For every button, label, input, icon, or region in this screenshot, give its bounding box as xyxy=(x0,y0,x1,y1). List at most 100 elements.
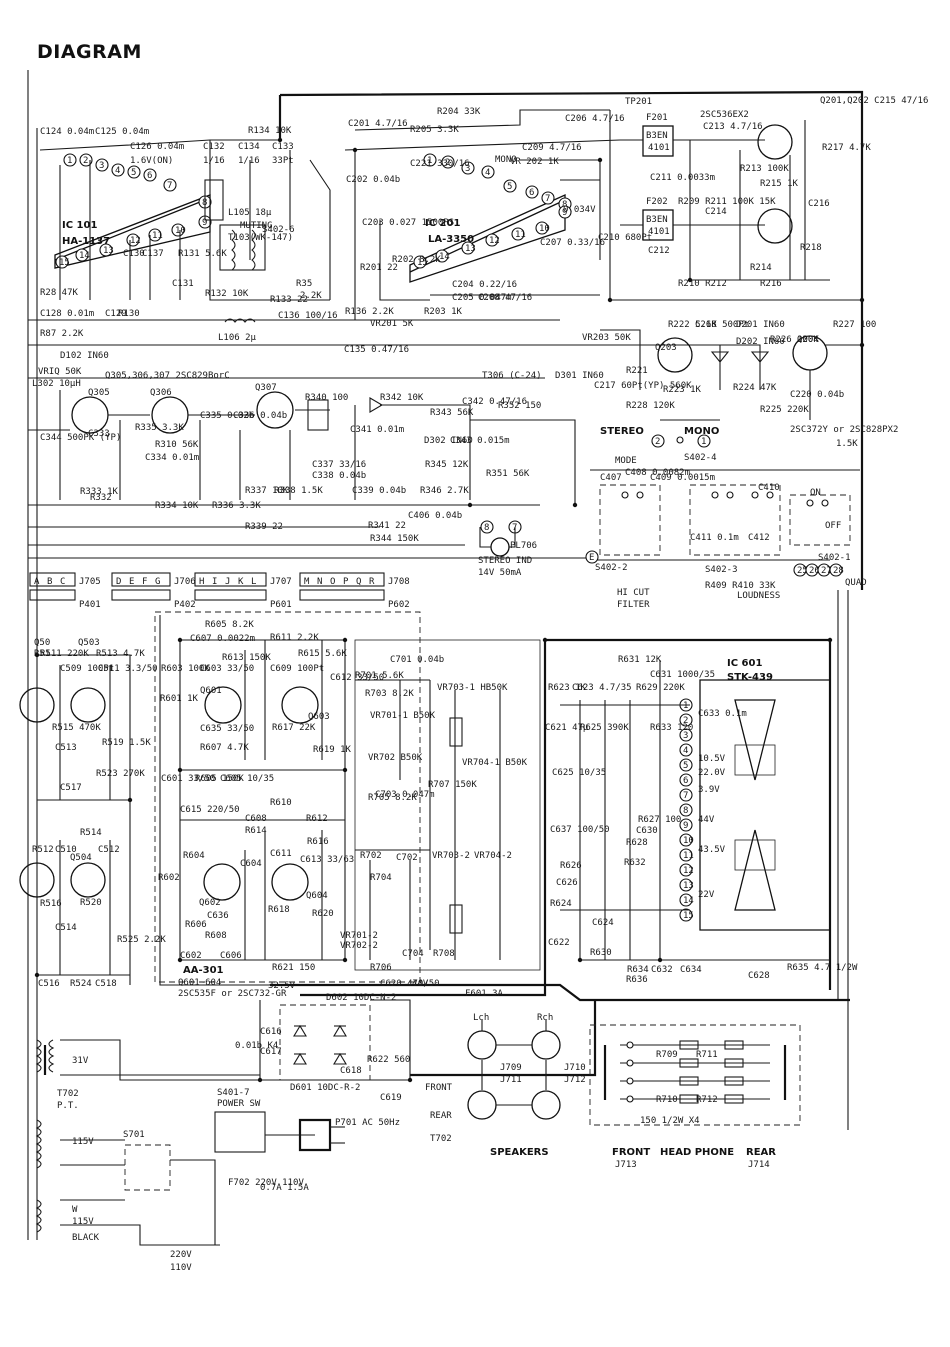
labels-right-top-19: R227 100 xyxy=(833,320,876,330)
q503-label: Q503 xyxy=(78,638,100,648)
connector-3-pin-3: P xyxy=(343,577,349,587)
ic201-pin-6 xyxy=(525,185,539,199)
labels-ic601-16: C624 xyxy=(592,918,614,928)
ic101-pin-7 xyxy=(163,178,177,192)
labels-amp-18: R610 xyxy=(270,798,292,808)
front-supply-label: REAR xyxy=(430,1111,452,1121)
connector-0-jack xyxy=(29,572,76,587)
labels-ic601-23: R636 xyxy=(626,975,648,985)
ic201-pin-15 xyxy=(413,255,427,269)
labels-speakers-13: R710 xyxy=(656,1095,678,1105)
ic201-pin-9 xyxy=(558,205,572,219)
diagram-title: DIAGRAM xyxy=(37,41,142,63)
ic101-pin-num-1: 1 xyxy=(67,156,72,166)
labels-ic201-14: C204 0.22/16 xyxy=(452,280,517,290)
junction-8 xyxy=(177,957,183,963)
ic201-pin-num-11: 11 xyxy=(515,230,526,240)
ic601-pin-9 xyxy=(679,818,693,832)
labels-ic201-15: C205 0.047m xyxy=(452,293,512,303)
ic101-pin-num-14: 14 xyxy=(79,251,90,261)
q305-group-label: Q305,306,307 2SC829BorC xyxy=(105,371,230,381)
labels-ic601-30: 44V xyxy=(698,815,715,825)
ic201-pin-1 xyxy=(423,153,437,167)
labels-ic601-12: R626 xyxy=(560,861,582,871)
connector-2-pin-1: I xyxy=(212,577,217,587)
connector-0-plug-ref: P401 xyxy=(79,600,101,610)
labels-mid-33: R341 22 xyxy=(368,521,406,531)
connector-3-plug-ref: P602 xyxy=(388,600,410,610)
ic601-pin-num-12: 12 xyxy=(683,866,694,876)
labels-mid-26: R345 12K xyxy=(425,460,469,470)
ic101-pin-5 xyxy=(127,165,141,179)
labels-top-17: R133 22 xyxy=(270,295,308,305)
labels-amp-3: R615 5.6K xyxy=(298,649,347,659)
labels-left-3: R511 220K xyxy=(40,649,89,659)
labels-amp-12: R617 22K xyxy=(272,723,316,733)
labels-amp-22: C611 xyxy=(270,849,292,859)
labels-power-3: 44V xyxy=(412,979,429,989)
labels-ic601-21: C632 xyxy=(651,965,673,975)
labels-amp-29: R606 xyxy=(185,920,207,930)
connector-3-pin-5: R xyxy=(369,577,375,587)
labels-right-top-1: C213 4.7/16 xyxy=(703,122,763,132)
labels-ic601-32: 22V xyxy=(698,890,715,900)
labels-left-23: C518 xyxy=(95,979,117,989)
junction-20 xyxy=(572,502,578,508)
labels-mid-0: R87 2.2K xyxy=(40,329,84,339)
labels-ic601-20: R634 xyxy=(627,965,649,975)
labels-switch-10: S402-2 xyxy=(595,563,628,573)
junction-0 xyxy=(277,137,283,143)
labels-amp-10: C635 33/50 xyxy=(200,724,254,734)
labels-left-5: C509 100Pt xyxy=(60,664,114,674)
labels-power-29: 0.01b K4 xyxy=(235,1041,278,1051)
labels-right-top-4: R215 1K xyxy=(760,179,799,189)
labels-left-20: R525 2.2K xyxy=(117,935,166,945)
junction-23 xyxy=(597,157,603,163)
ic201-pin-num-1: 1 xyxy=(427,156,432,166)
labels-ic201-17: C208 47/16 xyxy=(478,293,532,303)
p701-label: P701 AC 50Hz xyxy=(335,1118,400,1128)
ic201-pin-num-2: 2 xyxy=(445,158,450,168)
q604-label: Q604 xyxy=(306,891,328,901)
pl706-label: PL706 xyxy=(510,541,537,551)
labels-top-10: 33Pt xyxy=(272,156,294,166)
tap-115v-label: 115V xyxy=(72,1137,94,1147)
node-4 xyxy=(697,434,711,448)
labels-switch-14: R409 R410 33K xyxy=(705,581,776,591)
junction-dots xyxy=(34,137,865,1083)
labels-top-19: 2.2K xyxy=(300,291,322,301)
ic601-pin-num-5: 5 xyxy=(683,761,688,771)
labels-right-top-27: C220 0.04b xyxy=(790,390,844,400)
node-3 xyxy=(651,434,665,448)
ic601-ref: IC 601 xyxy=(727,658,762,669)
connector-1-plug-ref: P402 xyxy=(174,600,196,610)
ic201-pin-2 xyxy=(441,155,455,169)
ic101-pin-14 xyxy=(75,248,89,262)
f702-label: F702 220V 110V xyxy=(228,1178,304,1188)
labels-ic601-14: R628 xyxy=(626,838,648,848)
labels-left-22: R524 xyxy=(70,979,92,989)
labels-mid-24: C343 0.015m xyxy=(450,436,510,446)
ic201-pin-num-7: 7 xyxy=(545,194,550,204)
labels-power-5: C616 xyxy=(260,1027,282,1037)
ic601-pin-num-15: 15 xyxy=(683,911,694,921)
connector-2-pin-2: J xyxy=(225,577,230,587)
j711-label: J711 xyxy=(500,1075,522,1085)
ic201-pin-5 xyxy=(503,179,517,193)
labels-mid-4: C344 500PK (YP) xyxy=(40,433,121,443)
connector-2-ref: J707 xyxy=(270,577,292,587)
hp-resistor-b-3 xyxy=(724,1094,744,1104)
labels-ic201-3: C206 4.7/16 xyxy=(565,114,625,124)
labels-mid-19: R342 10K xyxy=(380,393,424,403)
ic201-pin-10 xyxy=(535,221,549,235)
labels-amp-41: R705 8.2K xyxy=(368,793,417,803)
connector-3-plug xyxy=(299,589,385,601)
labels-mid-22: C341 0.01m xyxy=(350,425,404,435)
junction-7 xyxy=(342,767,348,773)
q307-label: Q307 xyxy=(255,383,277,393)
ic101-pin-6 xyxy=(143,168,157,182)
